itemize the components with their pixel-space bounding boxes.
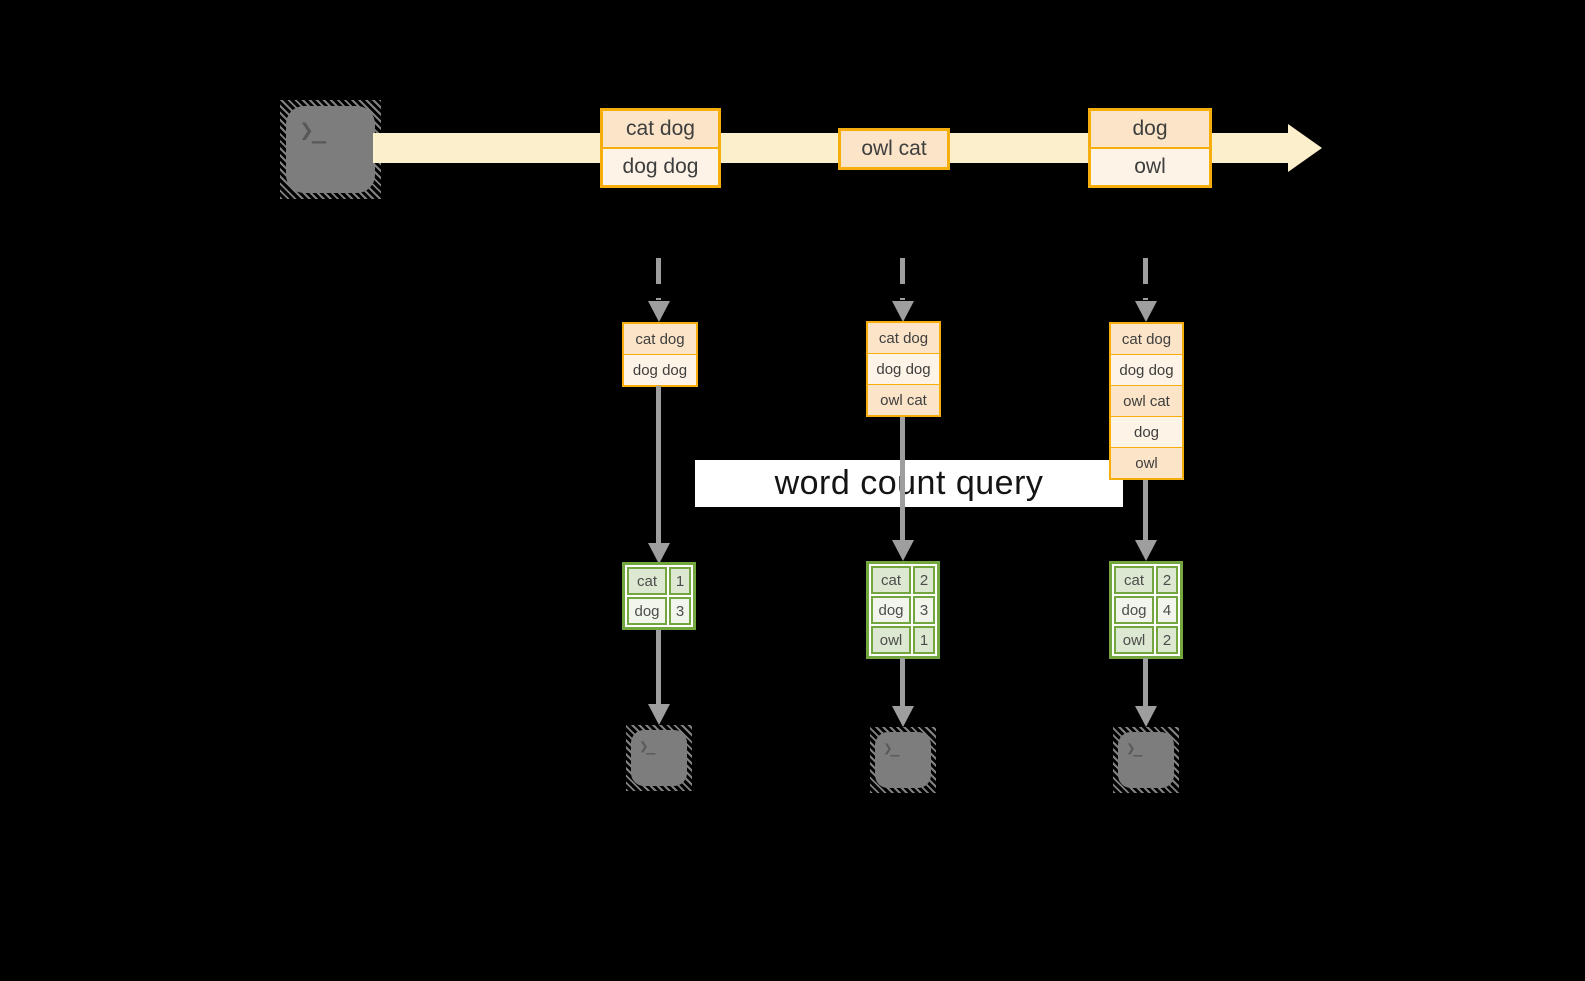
query-arrow-line-2 — [900, 417, 905, 541]
output-terminal-icon-3: ❯_ — [1113, 727, 1179, 793]
accumulated-line: cat dog — [1111, 324, 1182, 354]
count-word-cell: cat — [871, 566, 911, 594]
stream-event-line: dog — [1091, 111, 1209, 147]
terminal-screen: ❯_ — [631, 730, 687, 786]
terminal-prompt-icon: ❯_ — [299, 116, 326, 145]
query-arrow-head-3 — [1135, 540, 1157, 561]
output-arrow-head-3 — [1135, 706, 1157, 727]
output-arrow-head-1 — [648, 704, 670, 725]
stream-event-line: owl — [1091, 147, 1209, 185]
count-value-cell: 1 — [669, 567, 691, 595]
count-word-cell: dog — [627, 597, 667, 625]
count-word-cell: cat — [1114, 566, 1154, 594]
query-arrow-line-1 — [656, 386, 661, 544]
terminal-screen: ❯_ — [286, 106, 375, 193]
count-value-cell: 4 — [1156, 596, 1178, 624]
stream-event-batch-3: dog owl — [1088, 108, 1212, 188]
ingest-arrow-head-1 — [648, 301, 670, 322]
stream-arrow-head — [1288, 124, 1322, 172]
count-table-3: cat 2 dog 4 owl 2 — [1109, 561, 1183, 659]
ingest-arrow-line-1 — [656, 258, 661, 300]
ingest-arrow-head-3 — [1135, 301, 1157, 322]
ingest-arrow-head-2 — [892, 301, 914, 322]
stream-event-batch-2: owl cat — [838, 128, 950, 170]
accumulated-line: owl cat — [1111, 385, 1182, 416]
count-word-cell: dog — [871, 596, 911, 624]
count-word-cell: cat — [627, 567, 667, 595]
query-arrow-head-2 — [892, 540, 914, 561]
count-value-cell: 1 — [913, 626, 935, 654]
stream-event-line: dog dog — [603, 147, 718, 185]
stream-event-batch-1: cat dog dog dog — [600, 108, 721, 188]
count-value-cell: 3 — [913, 596, 935, 624]
output-arrow-line-1 — [656, 630, 661, 705]
accumulated-line: cat dog — [624, 324, 696, 354]
accumulated-line: dog — [1111, 416, 1182, 447]
ingest-arrow-line-2 — [900, 258, 905, 300]
count-word-cell: owl — [1114, 626, 1154, 654]
query-arrow-head-1 — [648, 543, 670, 564]
stream-event-line: cat dog — [603, 111, 718, 147]
output-terminal-icon-1: ❯_ — [626, 725, 692, 791]
accumulated-line: dog dog — [624, 354, 696, 385]
count-table-1: cat 1 dog 3 — [622, 562, 696, 630]
query-banner-label: word count query — [774, 464, 1044, 502]
count-word-cell: dog — [1114, 596, 1154, 624]
terminal-prompt-icon: ❯_ — [1126, 738, 1142, 757]
accumulated-line: owl cat — [868, 384, 939, 415]
accumulated-line: cat dog — [868, 323, 939, 353]
stream-event-line: owl cat — [841, 131, 947, 167]
count-word-cell: owl — [871, 626, 911, 654]
accumulated-stack-2: cat dog dog dog owl cat — [866, 321, 941, 417]
count-value-cell: 2 — [1156, 626, 1178, 654]
accumulated-stack-1: cat dog dog dog — [622, 322, 698, 387]
accumulated-stack-3: cat dog dog dog owl cat dog owl — [1109, 322, 1184, 480]
terminal-screen: ❯_ — [875, 732, 931, 788]
output-arrow-head-2 — [892, 706, 914, 727]
output-arrow-line-2 — [900, 658, 905, 707]
ingest-arrow-line-3 — [1143, 258, 1148, 300]
accumulated-line: dog dog — [868, 353, 939, 384]
count-value-cell: 3 — [669, 597, 691, 625]
output-terminal-icon-2: ❯_ — [870, 727, 936, 793]
source-terminal-icon: ❯_ — [280, 100, 381, 199]
accumulated-line: dog dog — [1111, 354, 1182, 385]
query-arrow-line-3 — [1143, 480, 1148, 541]
terminal-prompt-icon: ❯_ — [883, 738, 899, 757]
query-banner: word count query — [695, 460, 1123, 507]
count-table-2: cat 2 dog 3 owl 1 — [866, 561, 940, 659]
terminal-prompt-icon: ❯_ — [639, 736, 655, 755]
count-value-cell: 2 — [1156, 566, 1178, 594]
terminal-screen: ❯_ — [1118, 732, 1174, 788]
count-value-cell: 2 — [913, 566, 935, 594]
output-arrow-line-3 — [1143, 658, 1148, 707]
accumulated-line: owl — [1111, 447, 1182, 478]
